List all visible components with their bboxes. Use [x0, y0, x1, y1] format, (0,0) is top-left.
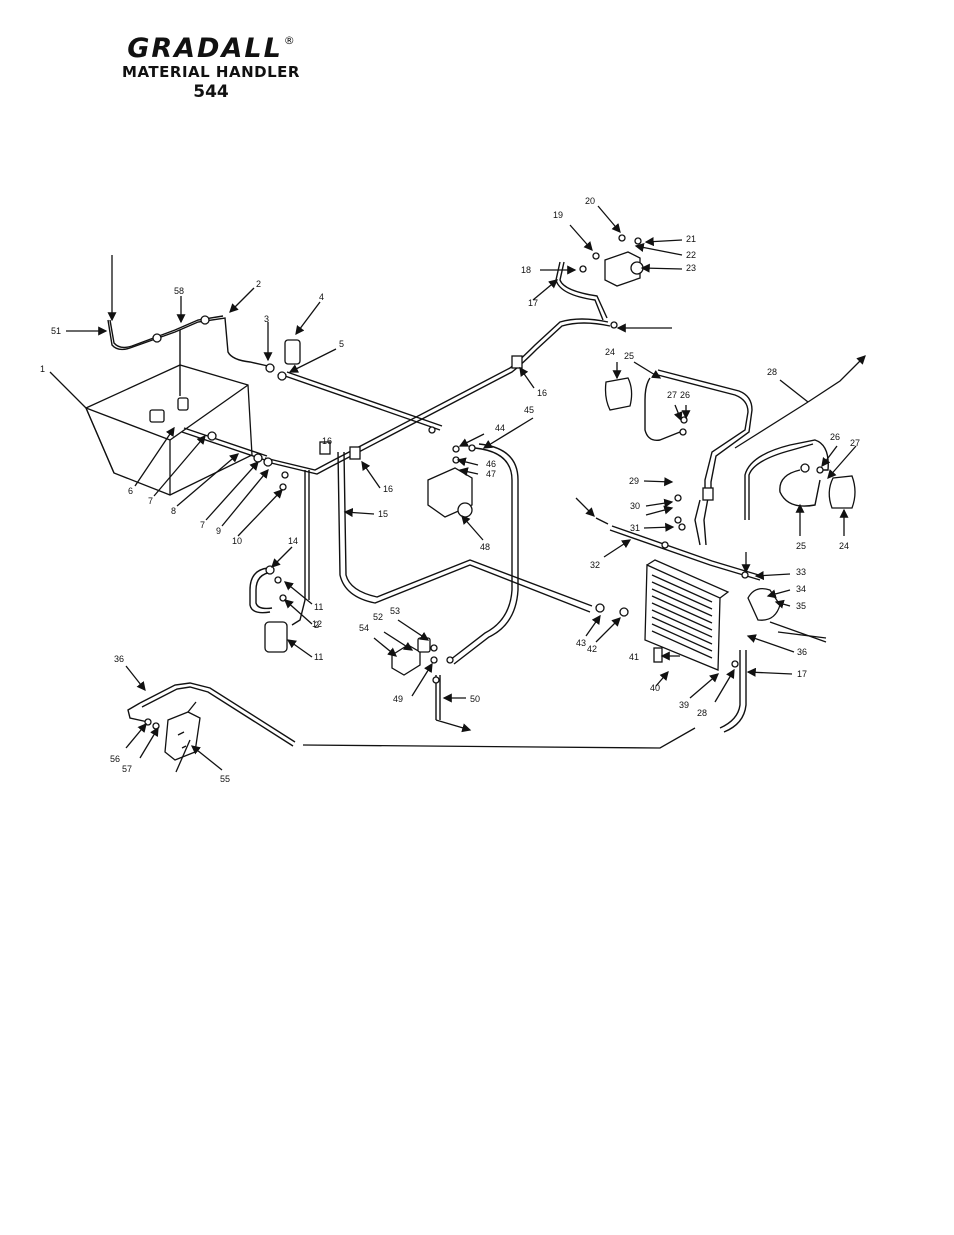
fitting-item-53: [418, 638, 430, 652]
callout-32: 32: [590, 560, 600, 570]
callout-46: 46: [486, 459, 496, 469]
callout-57: 57: [122, 764, 132, 774]
callout-7b: 7: [200, 520, 205, 530]
filter-item-4: [285, 340, 300, 364]
callout-6: 6: [128, 486, 133, 496]
callout-22: 22: [686, 250, 696, 260]
callout-56: 56: [110, 754, 120, 764]
callout-11a: 11: [314, 602, 323, 612]
callout-14: 14: [288, 536, 298, 546]
filter-item-11: [265, 622, 287, 652]
callout-52: 52: [373, 612, 383, 622]
callout-25a: 25: [624, 351, 634, 361]
callout-25b: 25: [796, 541, 806, 551]
callout-34: 34: [796, 584, 806, 594]
callout-50: 50: [470, 694, 480, 704]
callout-3: 3: [264, 314, 269, 324]
callout-33: 33: [796, 567, 806, 577]
callout-29: 29: [629, 476, 639, 486]
callout-4: 4: [319, 292, 324, 302]
callout-36a: 36: [114, 654, 124, 664]
callout-42: 42: [587, 644, 597, 654]
callout-17a: 17: [528, 298, 538, 308]
callout-55: 55: [220, 774, 230, 784]
hydraulic-tank: [86, 365, 252, 495]
callout-53: 53: [390, 606, 400, 616]
callout-47: 47: [486, 469, 496, 479]
callout-49: 49: [393, 694, 403, 704]
bracket-item-55: [165, 712, 200, 760]
callout-43: 43: [576, 638, 586, 648]
callout-44: 44: [495, 423, 505, 433]
callout-48: 48: [480, 542, 490, 552]
callout-36b: 36: [797, 647, 807, 657]
callout-16a: 16: [537, 388, 547, 398]
callout-39: 39: [679, 700, 689, 710]
callout-8: 8: [171, 506, 176, 516]
callout-19: 19: [553, 210, 563, 220]
callout-40: 40: [650, 683, 660, 693]
callout-5: 5: [339, 339, 344, 349]
callout-28a: 28: [767, 367, 777, 377]
block-item-54: [392, 645, 420, 675]
callout-26a: 26: [680, 390, 690, 400]
callout-45: 45: [524, 405, 534, 415]
filter-item-24a: [606, 378, 632, 410]
valve-item-23: [605, 252, 643, 286]
callout-27a: 27: [667, 390, 677, 400]
callout-51: 51: [51, 326, 61, 336]
filter-item-24b: [829, 476, 855, 508]
drain-item-41: [654, 648, 662, 662]
callout-24b: 24: [839, 541, 849, 551]
callout-24a: 24: [605, 347, 615, 357]
callout-18: 18: [521, 265, 531, 275]
callout-21: 21: [686, 234, 696, 244]
callout-9: 9: [216, 526, 221, 536]
callout-10: 10: [232, 536, 242, 546]
callout-16b: 16: [383, 484, 393, 494]
callout-41: 41: [629, 652, 639, 662]
callout-12: 12: [312, 619, 322, 629]
valve-item-48: [428, 468, 472, 517]
callout-1: 1: [40, 364, 45, 374]
callout-11b: 11: [314, 652, 323, 662]
callout-27b: 27: [850, 438, 860, 448]
callout-16c: 16: [322, 436, 332, 446]
clamp-item-16a: [512, 356, 522, 368]
callout-2a: 2: [256, 279, 261, 289]
callout-26b: 26: [830, 432, 840, 442]
clamp-item-16b: [350, 447, 360, 459]
callout-23: 23: [686, 263, 696, 273]
callout-20: 20: [585, 196, 595, 206]
callout-15: 15: [378, 509, 388, 519]
callout-31: 31: [630, 523, 640, 533]
callout-30: 30: [630, 501, 640, 511]
callout-58: 58: [174, 286, 184, 296]
callout-17b: 17: [797, 669, 807, 679]
callout-7a: 7: [148, 496, 153, 506]
callout-54: 54: [359, 623, 369, 633]
callout-28b: 28: [697, 708, 707, 718]
callout-35: 35: [796, 601, 806, 611]
pump-item-34: [748, 589, 780, 621]
